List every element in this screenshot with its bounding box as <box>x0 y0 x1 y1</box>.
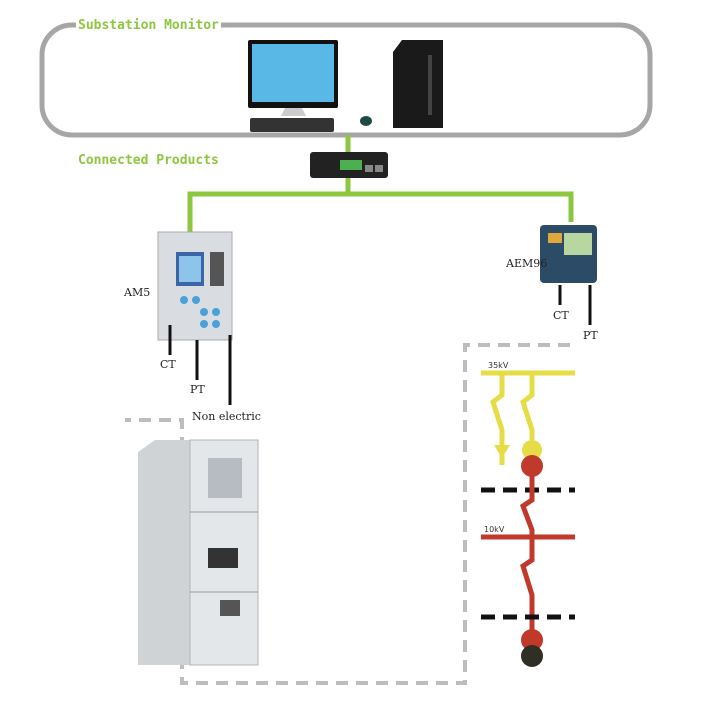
voltage-10kv-label: 10kV <box>484 525 505 534</box>
computer-tower-icon <box>393 40 443 128</box>
mouse-icon <box>360 116 372 126</box>
am5-label: AM5 <box>124 286 151 299</box>
monitor-icon <box>248 40 338 116</box>
aem96-pt-label: PT <box>583 329 598 342</box>
non-electric-label: Non electric <box>192 410 261 423</box>
aem96-ct-label: CT <box>553 309 569 322</box>
gateway-icon <box>310 152 388 178</box>
am5-wires <box>168 325 232 405</box>
aem96-wires <box>558 285 592 325</box>
am5-device-icon <box>157 231 233 341</box>
single-line-diagram <box>481 370 575 667</box>
title-label: Substation Monitor <box>76 18 221 33</box>
switchgear-cabinet-icon <box>138 439 259 666</box>
aem96-device-icon <box>540 225 597 283</box>
keyboard-icon <box>250 118 334 132</box>
network-lines <box>187 135 574 232</box>
am5-pt-label: PT <box>190 383 205 396</box>
dashed-boundary <box>125 343 570 685</box>
aem96-label: AEM96 <box>506 257 548 270</box>
voltage-35kv-label: 35kV <box>488 361 509 370</box>
am5-ct-label: CT <box>160 358 176 371</box>
section-label: Connected Products <box>76 153 221 168</box>
substation-frame <box>39 22 653 138</box>
